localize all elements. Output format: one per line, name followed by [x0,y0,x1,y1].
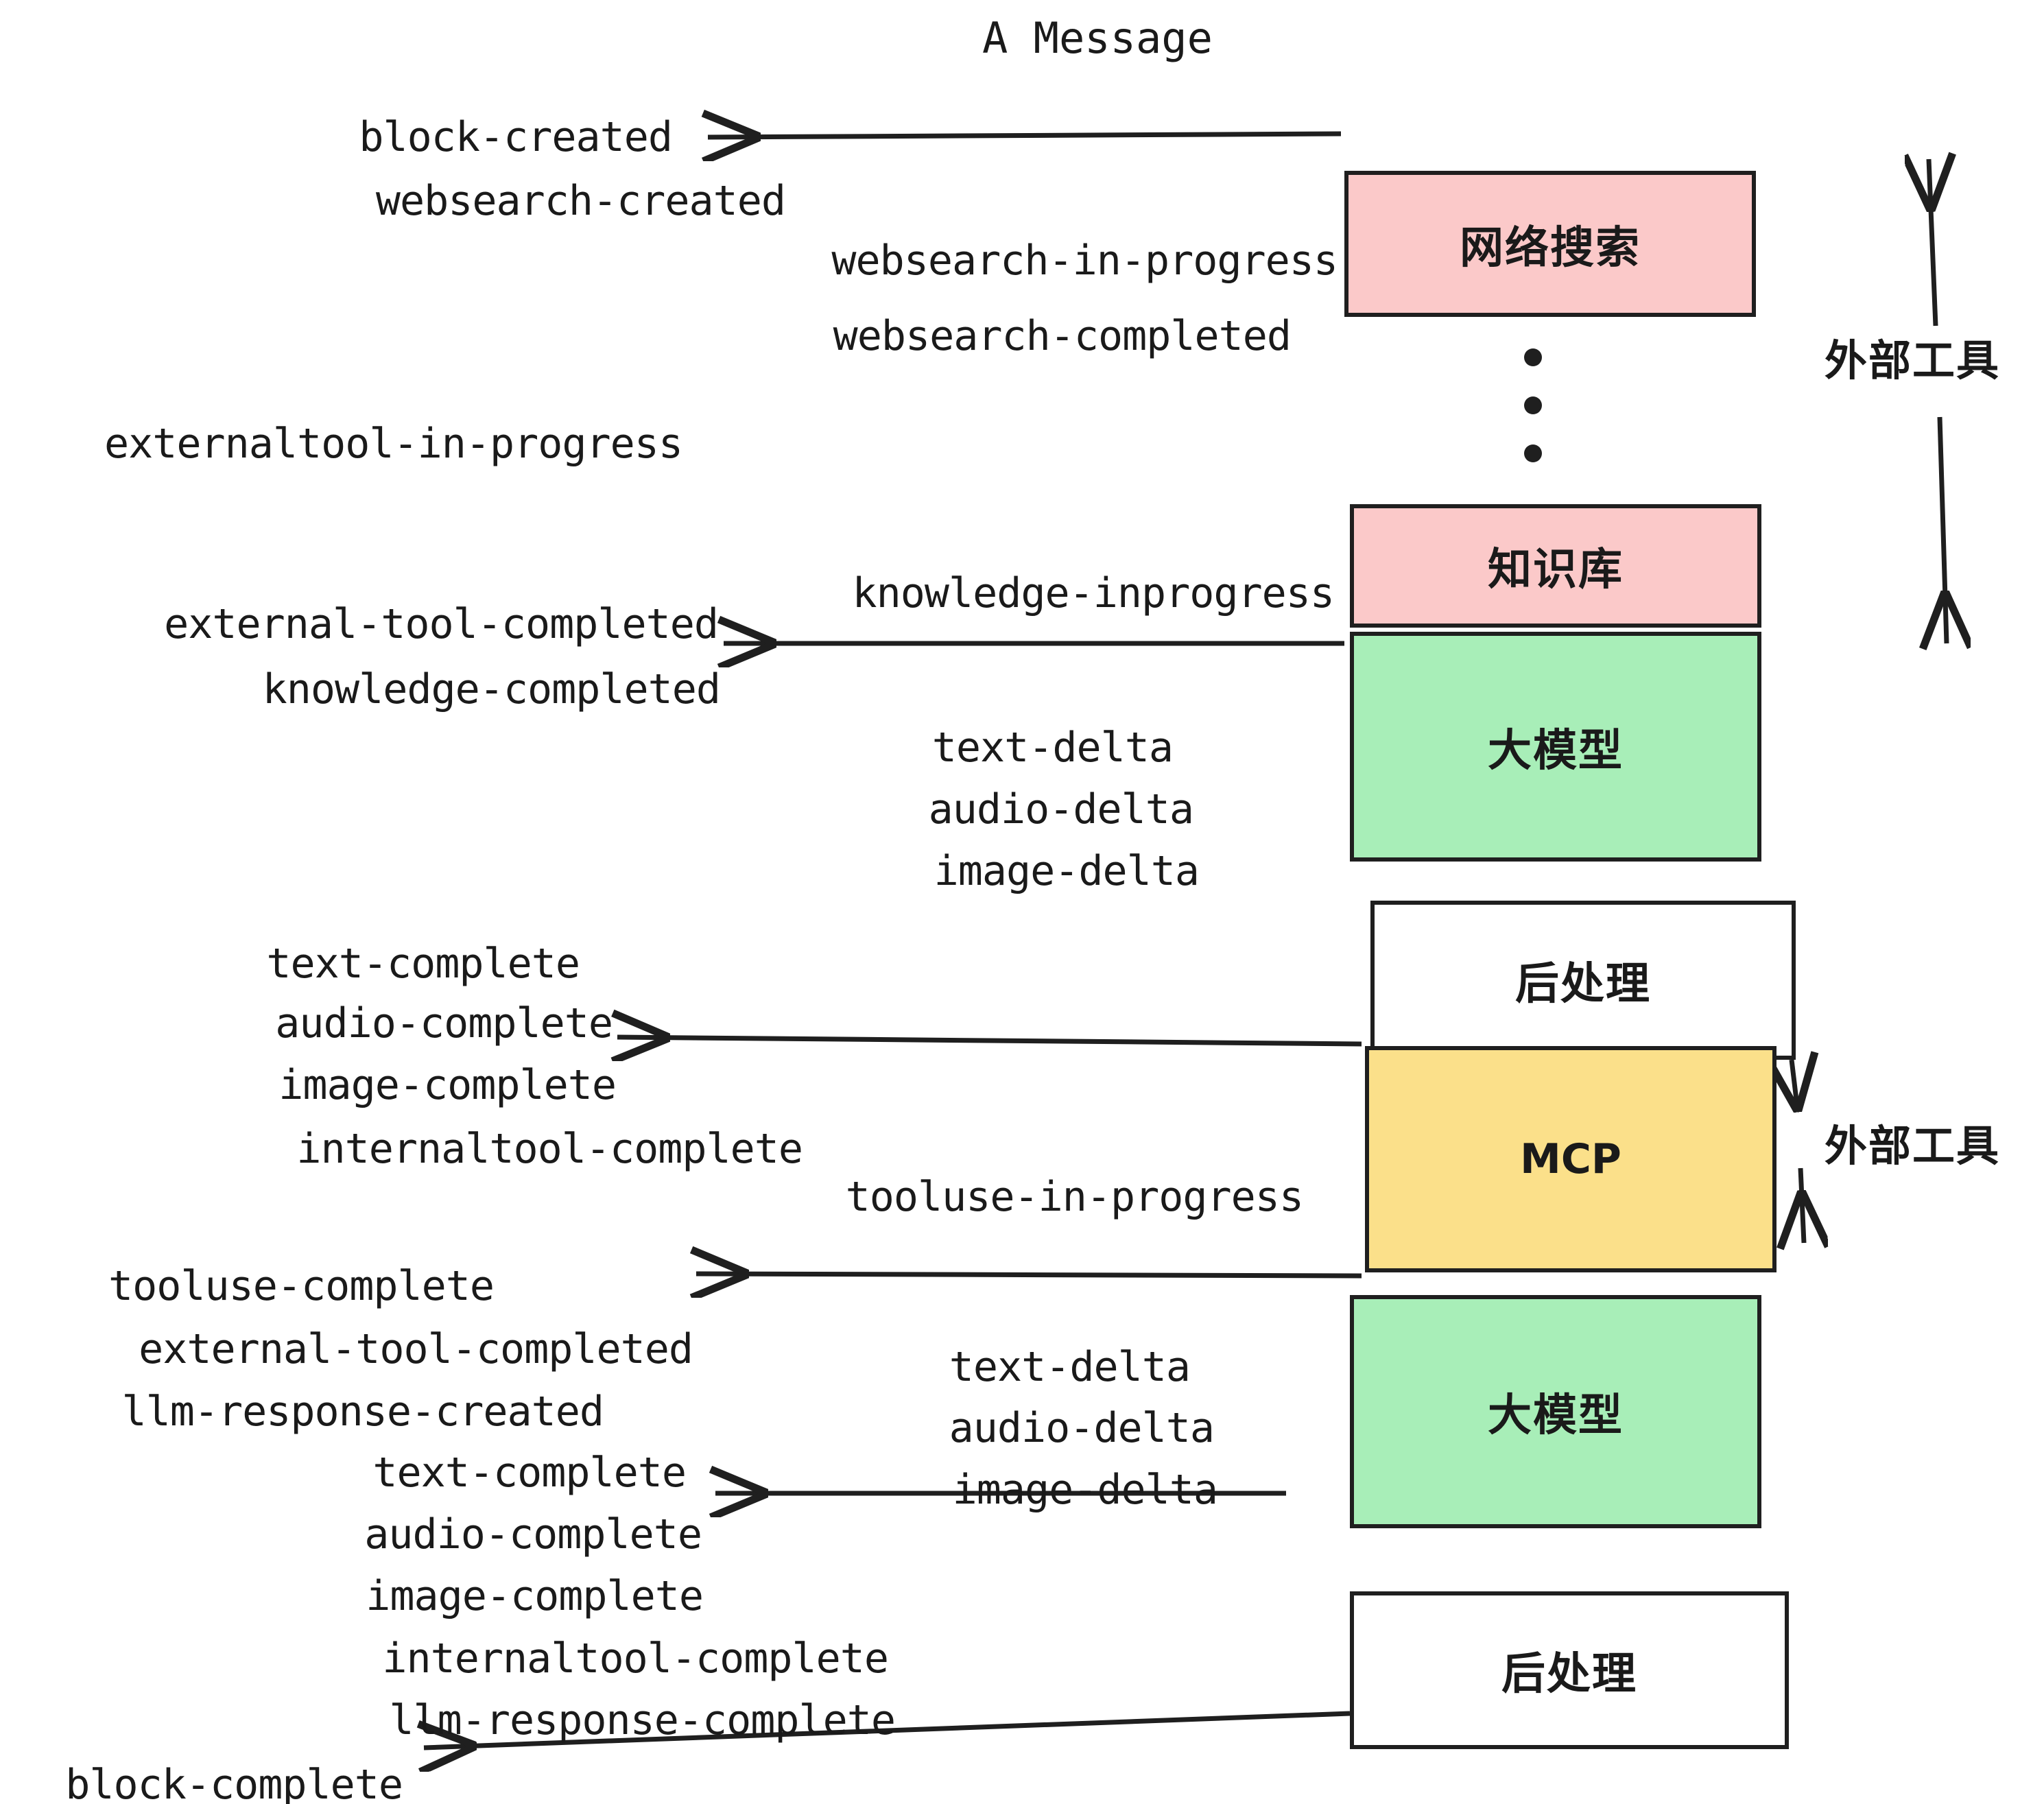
event-label-image-complete-first: image-complete [278,1061,617,1109]
event-label-text-delta-second: text-delta [949,1343,1191,1391]
event-label-block-complete: block-complete [65,1761,403,1804]
event-label-audio-delta-first: audio-delta [928,785,1194,833]
event-label-tooluse-in-progress: tooluse-in-progress [845,1173,1304,1221]
stage-box-llm-first[interactable]: 大模型 [1350,632,1761,862]
event-label-internaltool-complete-second: internaltool-complete [382,1635,889,1683]
stage-box-postprocess-second[interactable]: 后处理 [1350,1591,1789,1749]
event-label-internaltool-complete-first: internaltool-complete [296,1125,803,1173]
stage-box-postprocess-first[interactable]: 后处理 [1370,901,1796,1060]
event-label-audio-complete-first: audio-complete [275,999,613,1047]
ellipsis-dot [1524,348,1542,366]
event-label-external-tool-completed-first: external-tool-completed [164,600,719,648]
event-label-block-created: block-created [359,113,673,161]
event-label-websearch-completed: websearch-completed [833,312,1292,360]
arrow-image-complete [617,1037,1362,1044]
event-label-tooluse-complete: tooluse-complete [108,1262,495,1310]
event-label-image-complete-second: image-complete [366,1572,704,1620]
event-label-externaltool-in-progress: externaltool-in-progress [104,420,683,468]
event-label-websearch-created: websearch-created [375,177,786,225]
event-label-external-tool-completed-second: external-tool-completed [139,1325,693,1373]
page-title: A Message [982,13,1213,63]
event-label-audio-complete-second: audio-complete [364,1510,702,1558]
arrow-external-tools-top-up [1929,159,1936,327]
side-label-external-tools-bottom: 外部工具 [1825,1121,2001,1171]
arrow-external-tools-top-down [1940,416,1947,643]
stage-box-label: MCP [1520,1135,1621,1183]
arrow-external-tools-bottom-down [1801,1167,1804,1243]
arrow-block-created [708,134,1342,137]
arrow-external-tools-bottom-up [1792,1060,1797,1106]
stage-box-llm-second[interactable]: 大模型 [1350,1295,1761,1528]
stage-box-label: 大模型 [1488,1390,1624,1441]
arrow-tooluse-complete [696,1274,1362,1276]
ellipsis-dot [1524,396,1542,414]
stage-box-label: 后处理 [1515,959,1651,1010]
event-label-text-complete-first: text-complete [266,940,580,988]
stage-box-label: 后处理 [1501,1649,1637,1700]
event-label-knowledge-inprogress: knowledge-inprogress [852,569,1335,617]
stage-box-knowledge[interactable]: 知识库 [1350,504,1761,628]
stage-box-websearch[interactable]: 网络搜索 [1344,171,1756,317]
stage-box-mcp[interactable]: MCP [1365,1046,1776,1272]
ellipsis-dot [1524,444,1542,462]
event-label-text-delta-first: text-delta [931,724,1174,772]
event-label-audio-delta-second: audio-delta [949,1404,1215,1452]
event-label-knowledge-completed: knowledge-completed [262,665,721,713]
side-label-external-tools-top: 外部工具 [1825,335,2001,385]
event-label-text-complete-second: text-complete [372,1449,687,1497]
event-label-websearch-in-progress: websearch-in-progress [831,237,1338,285]
stage-box-label: 大模型 [1488,725,1624,776]
event-label-llm-response-complete: llm-response-complete [389,1696,896,1744]
event-label-image-delta-second: image-delta [952,1466,1218,1514]
event-label-llm-response-created: llm-response-created [121,1388,604,1436]
stage-box-label: 知识库 [1488,545,1624,595]
event-label-image-delta-first: image-delta [934,847,1200,895]
stage-box-label: 网络搜索 [1460,222,1641,274]
